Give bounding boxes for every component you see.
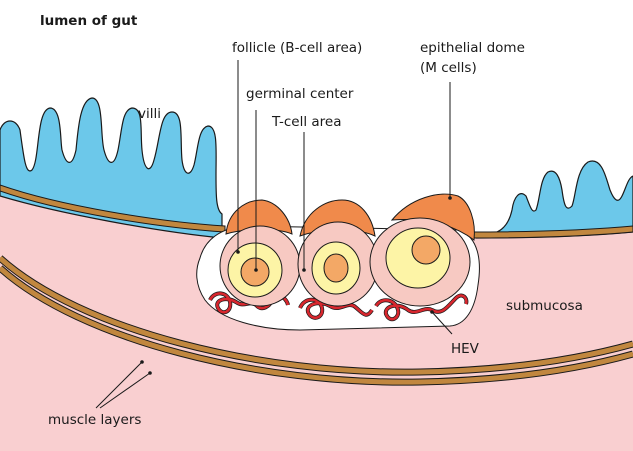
hev-label: HEV	[451, 341, 480, 357]
villi-right-layer	[476, 161, 633, 238]
submucosa-label: submucosa	[506, 298, 583, 314]
follicle-3	[370, 218, 470, 306]
villi-label: villi	[138, 106, 161, 122]
t-cell-area-label: T-cell area	[271, 114, 342, 130]
follicle-label: follicle (B-cell area)	[232, 40, 362, 56]
follicle-2	[298, 222, 378, 306]
follicle-1	[220, 226, 300, 306]
germinal-center-label: germinal center	[246, 86, 354, 102]
lumen-label: lumen of gut	[40, 13, 138, 29]
m-cells-label: (M cells)	[420, 60, 477, 76]
epithelial-dome-label: epithelial dome	[420, 40, 525, 56]
muscle-layers-label: muscle layers	[48, 412, 141, 428]
